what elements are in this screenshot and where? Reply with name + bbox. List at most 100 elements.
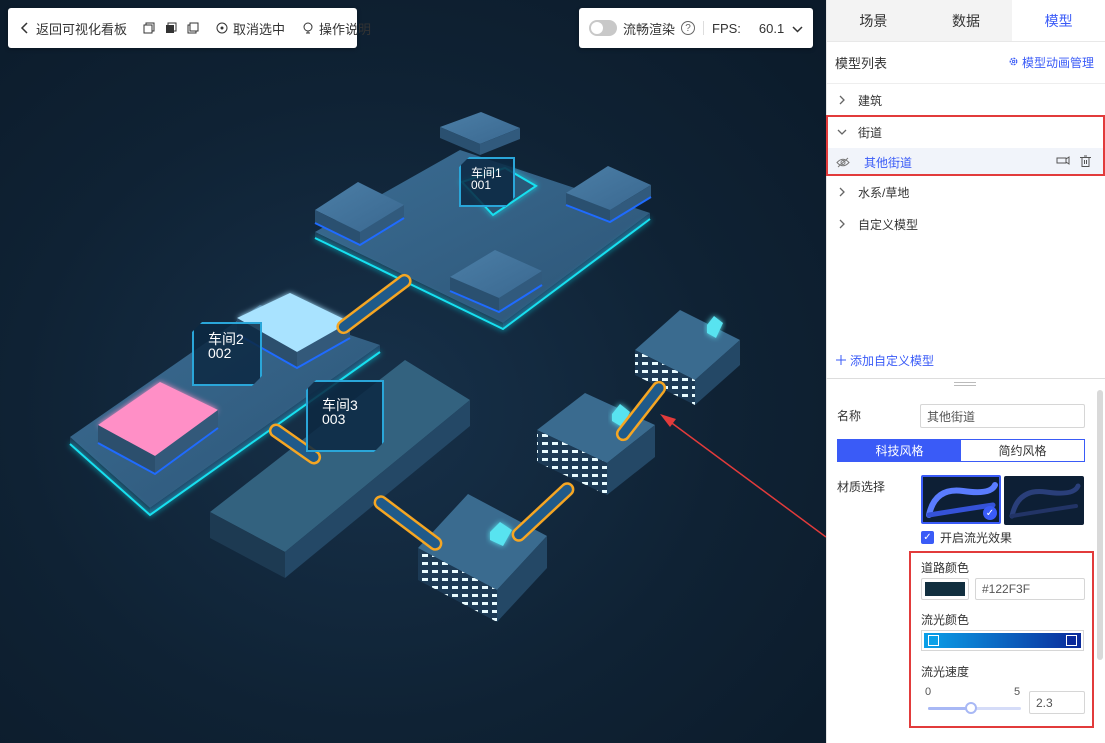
add-custom-model-button[interactable]: 添加自定义模型	[836, 352, 934, 369]
plus-icon	[836, 354, 846, 368]
flow-color-gradient-fill	[924, 633, 1081, 648]
back-to-dashboard-button[interactable]: 返回可视化看板	[18, 19, 127, 38]
scene-canvas[interactable]	[0, 0, 826, 743]
target-icon	[215, 21, 229, 35]
annotation-arrow	[660, 414, 826, 538]
eye-hidden-icon[interactable]	[836, 157, 850, 168]
deselect-label: 取消选中	[233, 21, 286, 37]
view-back-icon[interactable]	[187, 21, 199, 35]
chevron-down-icon[interactable]	[792, 21, 803, 36]
name-input[interactable]: 其他街道	[920, 404, 1085, 428]
material-option-2[interactable]	[1004, 476, 1084, 525]
workshop-1-platform[interactable]	[314, 112, 652, 331]
divider	[703, 21, 705, 35]
gear-icon	[1008, 56, 1019, 70]
workshop-3-name: 车间3	[322, 397, 358, 413]
workshop-1-code: 001	[471, 178, 492, 192]
workshop-2-platform[interactable]	[69, 293, 381, 517]
model-animation-manage-link[interactable]: 模型动画管理	[1008, 54, 1094, 71]
smooth-render-label: 流畅渲染	[623, 21, 676, 37]
gradient-stop-end[interactable]	[1066, 635, 1077, 646]
render-settings-bar: 流畅渲染 ? FPS: 60.1	[579, 8, 813, 48]
chevron-down-icon	[836, 129, 848, 135]
check-icon: ✓	[983, 506, 997, 520]
tree-item-label: 建筑	[858, 93, 883, 108]
flow-speed-input[interactable]: 2.3	[1029, 691, 1085, 714]
panel-scrollbar[interactable]	[1097, 390, 1103, 660]
properties-panel: 场景 数据 模型 模型列表 模型动画管理 建筑 街道 其他街道	[826, 0, 1105, 743]
tree-item-streets[interactable]: 街道	[827, 116, 1105, 148]
tree-item-buildings[interactable]: 建筑	[827, 84, 1105, 116]
model-animation-manage-label: 模型动画管理	[1021, 56, 1094, 70]
help-label: 操作说明	[319, 21, 372, 37]
flow-speed-max: 5	[1014, 686, 1021, 698]
building-b[interactable]	[537, 393, 655, 495]
tree-child-other-streets[interactable]: 其他街道	[827, 148, 1105, 176]
3d-viewport[interactable]: 车间1 001 车间2 002 车间3 003 返回可视化看板	[0, 0, 826, 743]
workshop-3-code: 003	[322, 411, 346, 427]
building-a[interactable]	[635, 310, 740, 405]
tree-item-label: 自定义模型	[858, 217, 919, 232]
chevron-left-icon	[18, 21, 32, 35]
tree-item-label: 街道	[858, 125, 883, 140]
back-label: 返回可视化看板	[36, 21, 128, 37]
lightbulb-icon	[301, 21, 315, 35]
style-tabs: 科技风格 简约风格	[837, 439, 1085, 462]
flow-color-label: 流光颜色	[921, 613, 970, 627]
tab-scene[interactable]: 场景	[827, 0, 920, 41]
building-c[interactable]	[418, 494, 547, 622]
fps-value: 60.1	[758, 20, 785, 36]
flow-speed-slider-handle[interactable]	[964, 702, 977, 714]
help-circle-icon[interactable]: ?	[681, 21, 696, 35]
panel-tabs: 场景 数据 模型	[827, 0, 1105, 42]
view-front-icon[interactable]	[143, 21, 155, 35]
chevron-right-icon	[836, 95, 848, 105]
tree-child-label: 其他街道	[864, 155, 913, 170]
flow-color-gradient[interactable]	[921, 630, 1084, 651]
model-list-header: 模型列表 模型动画管理	[827, 42, 1105, 84]
tab-model[interactable]: 模型	[1012, 0, 1105, 41]
material-label: 材质选择	[837, 480, 886, 494]
flow-effect-checkbox-row[interactable]: ✓ 开启流光效果	[921, 529, 1012, 546]
material-option-1[interactable]: ✓	[921, 475, 1001, 524]
flow-effect-label: 开启流光效果	[940, 531, 1013, 545]
fps-label: FPS:	[712, 20, 741, 36]
tree-item-label: 水系/草地	[858, 185, 910, 200]
tab-tech-style[interactable]: 科技风格	[838, 440, 961, 461]
viewport-toolbar: 返回可视化看板 取消选中 操作说明	[8, 8, 371, 48]
checkbox-checked-icon[interactable]: ✓	[921, 531, 934, 544]
deselect-button[interactable]: 取消选中	[215, 19, 285, 38]
drag-grip-icon[interactable]	[954, 382, 976, 386]
chevron-right-icon	[836, 219, 848, 229]
workshop-3-building[interactable]	[210, 360, 470, 578]
tab-simple-style[interactable]: 简约风格	[961, 440, 1084, 461]
tree-item-water-grass[interactable]: 水系/草地	[827, 176, 1105, 208]
name-label: 名称	[837, 409, 862, 423]
road-color-preview	[925, 582, 965, 596]
street-roads[interactable]	[268, 273, 667, 552]
workshop-1-name: 车间1	[471, 166, 502, 180]
workshop-1-label[interactable]: 车间1 001	[459, 157, 515, 207]
panel-splitter[interactable]	[826, 378, 1105, 386]
road-color-label: 道路颜色	[921, 561, 970, 575]
workshop-2-label[interactable]: 车间2 002	[192, 322, 262, 386]
flow-speed-label: 流光速度	[921, 665, 970, 679]
locate-icon[interactable]	[1056, 155, 1070, 170]
workshop-3-label[interactable]: 车间3 003	[306, 380, 384, 452]
material-preview-2	[1009, 483, 1081, 519]
chevron-right-icon	[836, 187, 848, 197]
flow-speed-slider-fill	[928, 707, 971, 710]
trash-icon[interactable]	[1080, 155, 1091, 170]
workshop-2-name: 车间2	[208, 331, 244, 347]
model-list-title: 模型列表	[835, 56, 888, 71]
add-custom-model-label: 添加自定义模型	[850, 354, 935, 368]
road-color-swatch[interactable]	[921, 578, 969, 600]
view-solid-icon[interactable]	[165, 21, 177, 35]
road-color-hex-input[interactable]: #122F3F	[975, 578, 1085, 600]
tab-data[interactable]: 数据	[919, 0, 1013, 41]
help-button[interactable]: 操作说明	[301, 19, 371, 38]
smooth-render-toggle[interactable]	[589, 20, 617, 36]
tree-item-custom-models[interactable]: 自定义模型	[827, 208, 1105, 240]
flow-speed-slider[interactable]	[928, 702, 1021, 714]
gradient-stop-start[interactable]	[928, 635, 939, 646]
